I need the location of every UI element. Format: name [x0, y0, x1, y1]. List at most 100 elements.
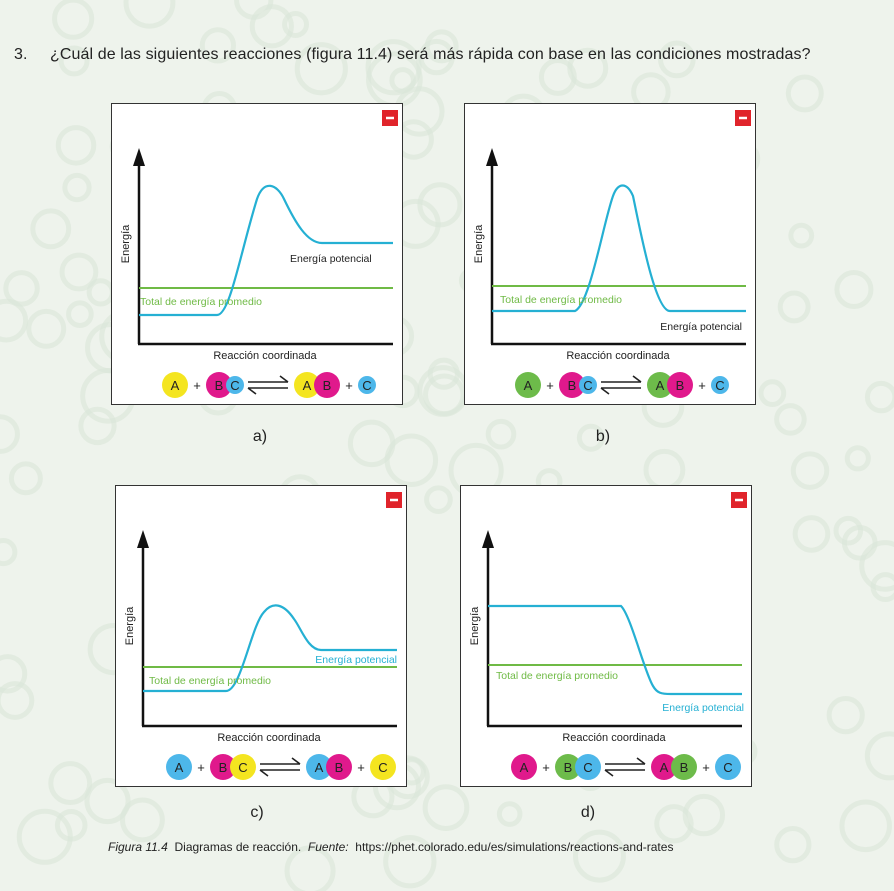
plus-sign: +: [702, 760, 710, 775]
atom-letter: A: [303, 378, 312, 393]
background-bubble: [682, 793, 726, 837]
background-bubble: [384, 433, 439, 488]
background-bubble: [839, 799, 892, 853]
background-bubble: [383, 834, 437, 889]
background-bubble: [282, 11, 310, 38]
equilibrium-arrow-icon: [605, 757, 646, 765]
potential-energy-curve: [492, 184, 746, 313]
background-bubble: [0, 298, 29, 343]
atom-b: [206, 372, 232, 398]
background-bubble: [788, 222, 815, 249]
atom-c: [370, 754, 396, 780]
background-bubble: [84, 777, 131, 825]
diagram-b-label: b): [595, 428, 611, 445]
equilibrium-arrow-icon: [600, 387, 641, 395]
y-axis-arrow-icon: [482, 530, 494, 548]
atom-letter: B: [680, 760, 689, 775]
background-bubble: [58, 45, 90, 77]
y-axis-label: Energía: [120, 224, 132, 263]
background-bubble: [870, 572, 894, 602]
atom-a: [515, 372, 541, 398]
atom-a: [647, 372, 673, 398]
atom-letter: C: [715, 378, 724, 393]
equilibrium-arrow-icon: [260, 757, 301, 765]
plus-sign: +: [698, 378, 706, 393]
atom-letter: C: [723, 760, 732, 775]
background-bubble: [54, 808, 88, 842]
atom-letter: C: [230, 378, 239, 393]
atom-a: [294, 372, 320, 398]
background-bubble: [55, 125, 97, 166]
atom-a: [162, 372, 188, 398]
atom-b: [555, 754, 581, 780]
caption-url[interactable]: https://phet.colorado.edu/es/simulations…: [355, 840, 674, 854]
atom-letter: A: [171, 378, 180, 393]
background-bubble: [864, 380, 894, 414]
potential-energy-curve: [488, 604, 742, 696]
background-bubble: [785, 74, 824, 113]
atom-a: [511, 754, 537, 780]
background-bubble: [422, 784, 470, 831]
background-bubble: [199, 27, 237, 64]
diagram-c-label: c): [250, 804, 264, 821]
atom-c: [226, 376, 244, 394]
background-bubble: [833, 515, 864, 546]
atom-letter: A: [520, 760, 529, 775]
x-axis-label: Reacción coordinada: [213, 350, 317, 362]
background-bubble: [0, 537, 18, 567]
equilibrium-arrow-icon: [247, 387, 288, 395]
plus-sign: +: [542, 760, 550, 775]
background-bubble: [576, 423, 605, 452]
y-axis-arrow-icon: [137, 530, 149, 548]
background-bubble: [427, 357, 460, 390]
atom-b: [326, 754, 352, 780]
caption-source-label: Fuente:: [307, 840, 349, 854]
background-bubble: [30, 208, 72, 250]
background-bubble: [52, 0, 95, 40]
background-bubble: [422, 373, 466, 417]
average-energy-label: Total de energía promedio: [149, 675, 271, 687]
y-axis-label: Energía: [469, 606, 481, 645]
background-bubble: [844, 445, 871, 472]
atom-letter: A: [315, 760, 324, 775]
atom-c: [230, 754, 256, 780]
potential-energy-label: Energía potencial: [660, 321, 742, 333]
atom-c: [579, 376, 597, 394]
plus-sign: +: [197, 760, 205, 775]
atom-letter: B: [564, 760, 573, 775]
background-bubble: [78, 406, 117, 446]
background-bubble: [790, 451, 830, 490]
diagram-a-label: a): [252, 428, 268, 445]
atom-letter: B: [335, 760, 344, 775]
background-bubble: [859, 540, 894, 592]
atom-letter: B: [219, 760, 228, 775]
background-bubble: [496, 801, 523, 827]
atom-letter: C: [362, 378, 371, 393]
background-bubble: [834, 270, 874, 310]
background-bubble: [792, 515, 831, 553]
background-bubble: [485, 418, 517, 450]
equilibrium-arrow-icon: [248, 375, 289, 383]
average-energy-label: Total de energía promedio: [140, 296, 262, 308]
atom-c: [711, 376, 729, 394]
caption-title: Diagramas de reacción.: [174, 840, 302, 854]
atom-b: [671, 754, 697, 780]
background-bubble: [572, 829, 626, 883]
atom-letter: B: [568, 378, 577, 393]
background-bubble: [59, 252, 99, 292]
atom-letter: A: [524, 378, 533, 393]
potential-energy-curve: [139, 184, 393, 317]
atom-letter: C: [238, 760, 247, 775]
atom-a: [651, 754, 677, 780]
y-axis-arrow-icon: [133, 148, 145, 166]
atom-letter: A: [656, 378, 665, 393]
atom-a: [166, 754, 192, 780]
background-bubble: [774, 403, 807, 436]
caption-figure: Figura 11.4: [108, 840, 168, 854]
equilibrium-arrow-icon: [601, 375, 642, 383]
